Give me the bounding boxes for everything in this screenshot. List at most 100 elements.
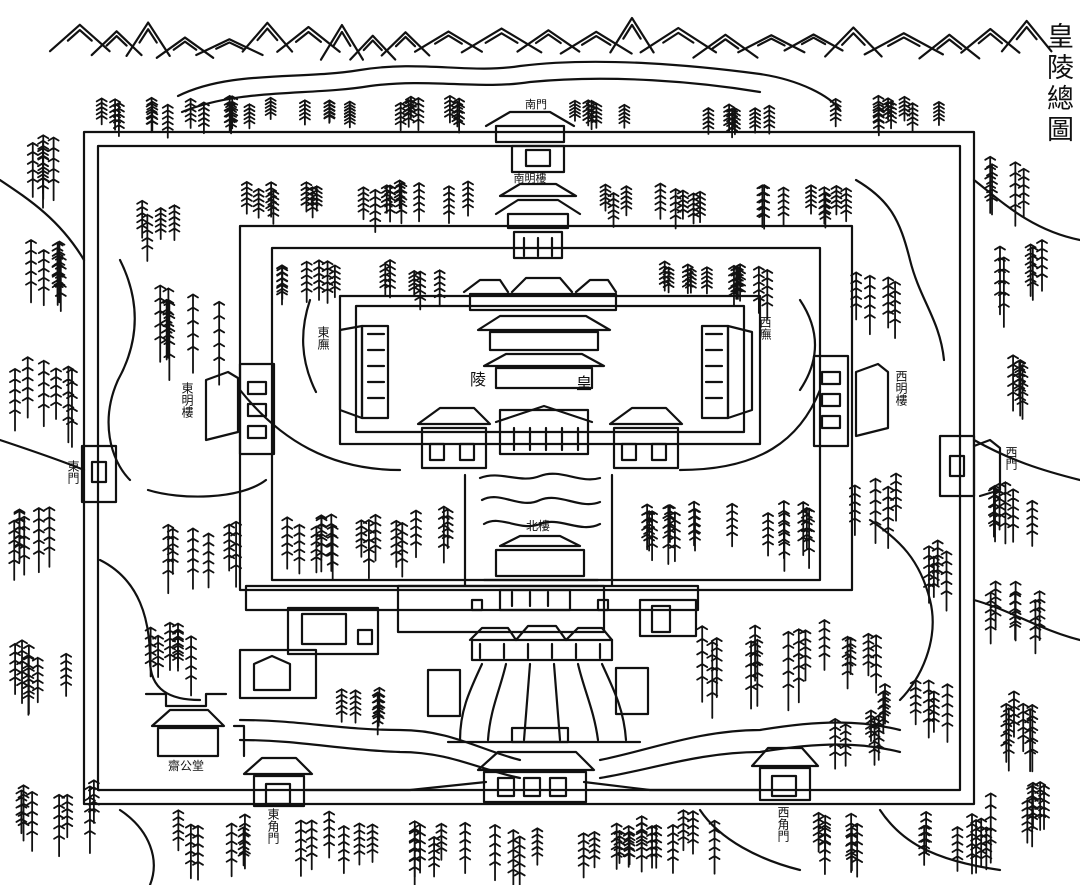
tree: [325, 513, 338, 572]
tree: [323, 99, 336, 124]
tree: [369, 513, 382, 562]
southeast-gate-building: [242, 756, 314, 808]
tree: [300, 260, 313, 303]
tree: [879, 682, 891, 725]
tree: [840, 187, 853, 223]
mountain-peak: [800, 36, 827, 46]
tree: [395, 182, 408, 225]
tree: [997, 256, 1010, 328]
tree: [136, 199, 149, 239]
fasting-hall-building: [144, 692, 246, 758]
stream: [238, 388, 822, 472]
west-corridor-building: [700, 324, 754, 420]
mountain-peak: [534, 33, 562, 45]
tree: [890, 472, 902, 522]
east-gate-building: [80, 444, 118, 504]
stream: [107, 258, 268, 498]
tree: [26, 790, 39, 852]
tree: [777, 186, 790, 226]
side-courtyard-east: [638, 598, 698, 638]
map-title-text: 皇陵總圖: [1042, 22, 1073, 146]
tree: [161, 103, 174, 139]
tree: [669, 188, 682, 230]
mountain-peak: [484, 32, 519, 44]
tree: [870, 634, 883, 694]
tree: [1026, 703, 1039, 773]
tree: [53, 793, 66, 858]
tree: [462, 180, 474, 217]
tree: [310, 525, 323, 574]
mountain-peak: [256, 27, 279, 42]
tree: [1024, 243, 1037, 297]
tree: [226, 95, 239, 130]
tree: [729, 107, 741, 136]
tree: [225, 822, 238, 878]
tree: [328, 264, 341, 299]
tree: [923, 545, 935, 604]
mountain-peak: [362, 39, 383, 52]
tree: [646, 825, 658, 869]
tree: [414, 823, 426, 874]
tree: [906, 102, 919, 133]
tree: [845, 812, 858, 874]
tree: [940, 550, 953, 612]
tree: [435, 822, 448, 861]
mountain-range: [48, 16, 1053, 61]
tree: [1027, 781, 1039, 830]
tree: [850, 271, 863, 321]
tree: [408, 269, 421, 297]
stream: [854, 178, 946, 362]
tree: [662, 266, 675, 294]
mountain-peak: [319, 23, 365, 61]
tree: [694, 190, 706, 224]
tree: [643, 510, 656, 552]
tree: [293, 523, 306, 575]
tree: [1036, 238, 1048, 292]
tree: [164, 621, 176, 672]
tree: [749, 107, 762, 134]
tree: [658, 260, 671, 292]
tree: [984, 792, 997, 864]
tree: [357, 186, 370, 221]
tree: [37, 249, 50, 307]
tomb-label-left: 陵: [470, 370, 487, 389]
tree: [313, 259, 325, 301]
tree: [797, 501, 810, 557]
tree: [152, 634, 164, 678]
tree: [414, 270, 427, 311]
stream: [868, 518, 934, 702]
mountain-peak: [960, 27, 1021, 54]
mountain-peak: [215, 41, 244, 50]
tree: [62, 365, 75, 444]
side-courtyard: [238, 606, 380, 700]
mountain-peak: [241, 21, 294, 53]
tree: [8, 519, 21, 581]
tree: [459, 821, 472, 875]
tree: [762, 512, 774, 557]
tree: [489, 823, 501, 882]
south-terrace: [244, 584, 700, 634]
stream: [0, 438, 86, 472]
tree: [669, 511, 681, 563]
tree: [590, 102, 603, 129]
tree: [154, 284, 167, 363]
map-title: 皇陵總圖: [1042, 22, 1076, 146]
tree: [684, 267, 697, 294]
tree: [32, 507, 45, 574]
tree: [363, 518, 375, 580]
tree: [734, 263, 746, 302]
mountain-peak: [756, 37, 786, 47]
tree: [299, 99, 311, 126]
tree: [599, 183, 612, 212]
tree: [168, 204, 181, 242]
tree: [355, 519, 368, 558]
tree: [882, 276, 895, 329]
tree: [745, 640, 757, 710]
mountain-peak: [332, 30, 352, 47]
tree: [15, 789, 28, 835]
tree: [989, 484, 1001, 543]
tree: [237, 826, 250, 867]
tree: [941, 683, 954, 743]
mountain-peak: [692, 33, 759, 59]
tree: [758, 184, 771, 230]
